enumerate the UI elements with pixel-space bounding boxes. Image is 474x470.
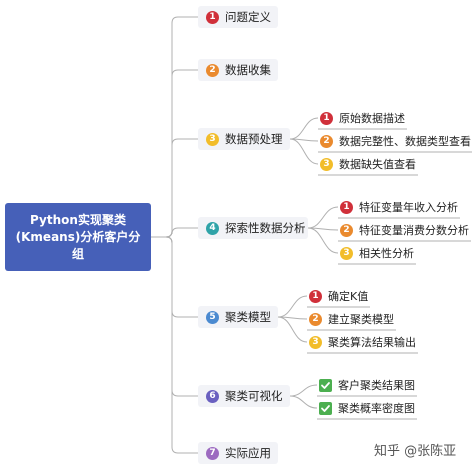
number-badge-2: 2 [320, 134, 333, 148]
root-label: Python实现聚类(Kmeans)分析客户分组 [15, 212, 141, 261]
substep-cluster-result-chart: 客户聚类结果图 [319, 374, 415, 396]
substep-probability-density-chart: 聚类概率密度图 [319, 397, 415, 419]
step-data-collection: 2 数据收集 [198, 59, 278, 81]
connector-line [151, 236, 198, 318]
connector-line [289, 117, 319, 140]
connector-line [151, 16, 198, 238]
step-practical-application: 7 实际应用 [198, 442, 278, 464]
number-badge-3: 3 [309, 335, 322, 349]
step-cluster-visualization: 6 聚类可视化 [198, 385, 290, 407]
check-icon [319, 401, 332, 415]
step-label: 探索性数据分析 [225, 221, 306, 235]
substep-determine-k: 1 确定K值 [309, 285, 368, 307]
number-badge-1: 1 [309, 289, 322, 303]
number-badge-6: 6 [206, 389, 219, 403]
number-badge-3: 3 [340, 246, 353, 260]
number-badge-1: 1 [320, 111, 333, 125]
step-exploratory-analysis: 4 探索性数据分析 [198, 217, 308, 239]
connector-line [289, 384, 318, 397]
substep-label: 聚类算法结果输出 [328, 336, 416, 349]
substep-algorithm-output: 3 聚类算法结果输出 [309, 331, 416, 353]
number-badge-1: 1 [340, 200, 353, 214]
step-problem-definition: 1 问题定义 [198, 6, 278, 28]
substep-missing-values: 3 数据缺失值查看 [320, 153, 416, 175]
substep-raw-data-description: 1 原始数据描述 [320, 107, 405, 129]
connector-line [277, 295, 308, 318]
substep-label: 特征变量消费分数分析 [359, 224, 469, 237]
connector-line [151, 227, 198, 238]
substep-spending-score-analysis: 2 特征变量消费分数分析 [340, 219, 469, 241]
step-label: 数据收集 [225, 63, 271, 77]
connector-line [307, 227, 339, 254]
watermark: 知乎 @张陈亚 [374, 444, 457, 459]
connector-line [289, 138, 319, 165]
substep-label: 建立聚类模型 [328, 313, 394, 326]
substep-label: 确定K值 [328, 290, 369, 303]
connector-line [151, 236, 198, 454]
substep-label: 数据完整性、数据类型查看 [339, 135, 471, 148]
substep-label: 聚类概率密度图 [338, 402, 415, 415]
step-data-preprocessing: 3 数据预处理 [198, 128, 290, 150]
connector-line [307, 206, 339, 229]
connector-line [277, 316, 308, 343]
substep-build-model: 2 建立聚类模型 [309, 308, 394, 330]
step-label: 数据预处理 [225, 132, 283, 146]
step-label: 实际应用 [225, 446, 271, 460]
step-label: 聚类可视化 [225, 389, 283, 403]
number-badge-2: 2 [206, 63, 219, 77]
step-label: 聚类模型 [225, 310, 271, 324]
step-label: 问题定义 [225, 10, 271, 24]
connector-line [151, 69, 198, 238]
number-badge-4: 4 [206, 221, 219, 235]
number-badge-3: 3 [206, 132, 219, 146]
substep-correlation-analysis: 3 相关性分析 [340, 242, 414, 264]
substep-label: 数据缺失值查看 [339, 158, 416, 171]
number-badge-3: 3 [320, 157, 333, 171]
connector-line [289, 395, 318, 409]
number-badge-5: 5 [206, 310, 219, 324]
substep-annual-income-analysis: 1 特征变量年收入分析 [340, 196, 458, 218]
root-node: Python实现聚类(Kmeans)分析客户分组 [5, 203, 151, 271]
number-badge-7: 7 [206, 446, 219, 460]
substep-data-integrity-types: 2 数据完整性、数据类型查看 [320, 130, 471, 152]
substep-label: 原始数据描述 [339, 112, 405, 125]
number-badge-1: 1 [206, 10, 219, 24]
step-clustering-model: 5 聚类模型 [198, 306, 278, 328]
check-icon [319, 378, 332, 392]
connector-line [151, 138, 198, 238]
number-badge-2: 2 [340, 223, 353, 237]
number-badge-2: 2 [309, 312, 322, 326]
substep-label: 特征变量年收入分析 [359, 201, 458, 214]
substep-label: 相关性分析 [359, 247, 414, 260]
substep-label: 客户聚类结果图 [338, 379, 415, 392]
